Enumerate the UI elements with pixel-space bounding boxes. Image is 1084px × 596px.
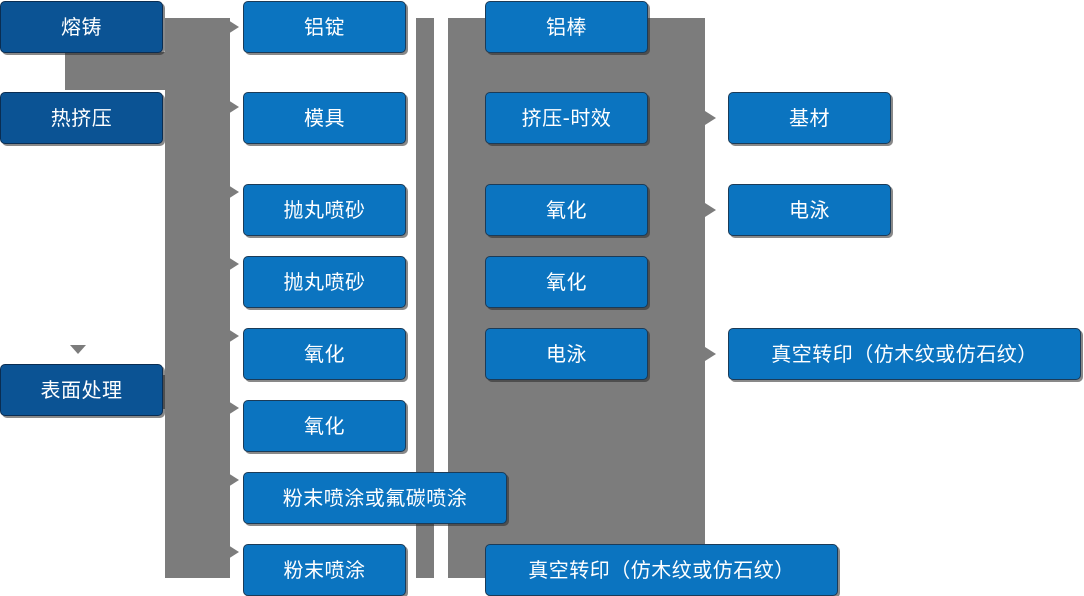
operation-box-1[interactable]: 铝锭 (243, 1, 406, 53)
treatment-box-6-label: 真空转印（仿木纹或仿石纹） (528, 558, 795, 582)
operation-box-2[interactable]: 模具 (243, 92, 406, 144)
stage-box-3-label: 表面处理 (40, 378, 123, 402)
right-arrow-to-out-3 (705, 347, 716, 361)
treatment-box-5[interactable]: 电泳 (485, 328, 648, 380)
mid-connector-rung-6 (434, 568, 448, 569)
treatment-box-5-label: 电泳 (546, 342, 587, 366)
operation-box-4-label: 抛丸喷砂 (283, 270, 366, 294)
treatment-box-2-label: 挤压-时效 (521, 106, 612, 130)
left-connector-stub-bottom (163, 375, 177, 409)
left-connector-gap-a (0, 90, 165, 91)
stage-box-2[interactable]: 热挤压 (0, 92, 163, 144)
treatment-box-1[interactable]: 铝棒 (485, 1, 648, 53)
operation-box-1-label: 铝锭 (304, 15, 345, 39)
left-connector-trunk (165, 18, 230, 578)
left-arrow-to-op-1 (228, 20, 239, 34)
left-down-arrow-1 (70, 72, 86, 81)
operation-box-6[interactable]: 氧化 (243, 400, 406, 452)
operation-box-7[interactable]: 粉末喷涂或氟碳喷涂 (243, 472, 507, 524)
output-box-3[interactable]: 真空转印（仿木纹或仿石纹） (728, 328, 1081, 380)
operation-box-3-label: 抛丸喷砂 (283, 198, 366, 222)
right-arrow-to-out-2 (705, 203, 716, 217)
left-down-arrow-2 (70, 345, 86, 354)
left-arrow-to-op-7 (228, 473, 239, 487)
left-arrow-to-op-4 (228, 257, 239, 271)
treatment-box-6[interactable]: 真空转印（仿木纹或仿石纹） (485, 544, 838, 596)
left-connector-stub-top (65, 52, 175, 90)
treatment-box-4[interactable]: 氧化 (485, 256, 648, 308)
operation-box-3[interactable]: 抛丸喷砂 (243, 184, 406, 236)
left-arrow-to-op-3 (228, 185, 239, 199)
operation-box-2-label: 模具 (304, 106, 345, 130)
left-arrow-to-op-8 (228, 545, 239, 559)
output-box-1[interactable]: 基材 (728, 92, 891, 144)
output-box-2-label: 电泳 (789, 198, 830, 222)
treatment-box-3[interactable]: 氧化 (485, 184, 648, 236)
right-arrow-to-out-1 (705, 111, 716, 125)
operation-box-8[interactable]: 粉末喷涂 (243, 544, 406, 596)
treatment-box-4-label: 氧化 (546, 270, 587, 294)
output-box-1-label: 基材 (789, 106, 830, 130)
operation-box-5[interactable]: 氧化 (243, 328, 406, 380)
mid-connector-rung-1 (434, 24, 448, 25)
mid-connector-rung-4 (434, 280, 448, 281)
left-arrow-to-op-6 (228, 401, 239, 415)
operation-box-4[interactable]: 抛丸喷砂 (243, 256, 406, 308)
mid-connector-rung-2 (434, 116, 448, 117)
output-box-3-label: 真空转印（仿木纹或仿石纹） (771, 342, 1038, 366)
mid-connector-notch (434, 354, 448, 370)
treatment-box-2[interactable]: 挤压-时效 (485, 92, 648, 144)
stage-box-2-label: 热挤压 (50, 106, 113, 130)
mid-connector-rung-5 (434, 352, 448, 353)
operation-box-5-label: 氧化 (304, 342, 345, 366)
mid-connector-rung-3 (434, 208, 448, 209)
left-arrow-to-op-5 (228, 329, 239, 343)
treatment-box-3-label: 氧化 (546, 198, 587, 222)
operation-box-6-label: 氧化 (304, 414, 345, 438)
stage-box-1-label: 熔铸 (61, 15, 102, 39)
stage-box-1[interactable]: 熔铸 (0, 1, 163, 53)
operation-box-7-label: 粉末喷涂或氟碳喷涂 (282, 486, 468, 510)
treatment-box-1-label: 铝棒 (546, 15, 587, 39)
left-arrow-to-op-2 (228, 100, 239, 114)
operation-box-8-label: 粉末喷涂 (283, 558, 366, 582)
output-box-2[interactable]: 电泳 (728, 184, 891, 236)
mid-connector-bar-left (416, 18, 434, 578)
stage-box-3[interactable]: 表面处理 (0, 364, 163, 416)
